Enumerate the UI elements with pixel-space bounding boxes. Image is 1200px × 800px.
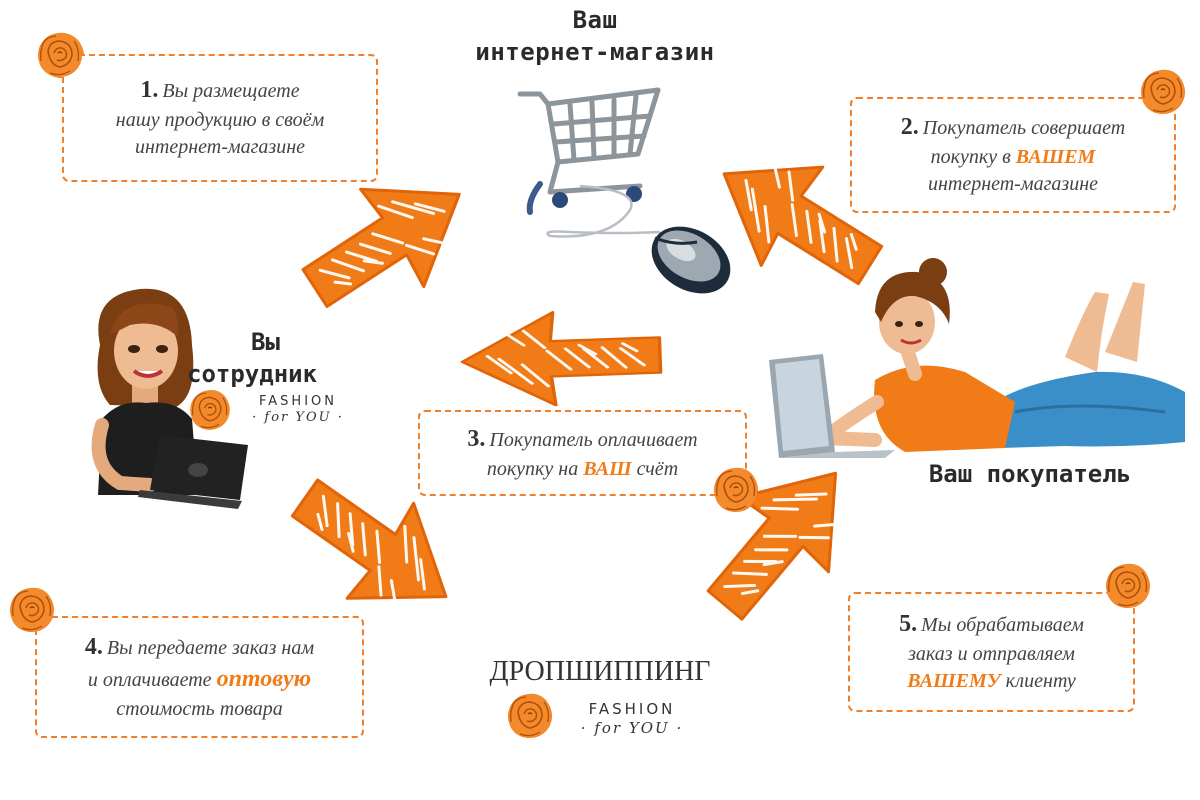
store-title: Ваш интернет-магазин (430, 4, 760, 69)
step-3-highlight: ВАШ (583, 458, 631, 480)
step-2-line2: покупку в (931, 146, 1016, 168)
step-3-line2-end: счёт (632, 458, 678, 480)
step-2-highlight: ВАШЕМ (1016, 146, 1096, 168)
step-4-line2: и оплачиваете (88, 669, 217, 691)
step-3-box: 3.Покупатель оплачивает покупку на ВАШ с… (418, 410, 747, 496)
step-5-line3: клиенту (1001, 670, 1076, 692)
brand-word-1: FASHION (568, 700, 696, 719)
buyer-title: Ваш покупатель (895, 460, 1165, 488)
computer-mouse-icon (645, 222, 745, 302)
store-title-line2: интернет-магазин (430, 36, 760, 68)
step-1-line1: Вы размещаете (162, 80, 299, 102)
employee-title: Вы сотрудник (215, 326, 365, 391)
step-1-line2: нашу продукцию в своём (116, 107, 324, 134)
step-2-box: 2.Покупатель совершает покупку в ВАШЕМ и… (850, 97, 1176, 213)
step-4-line3: стоимость товара (85, 696, 314, 723)
step-1-line3: интернет-магазине (116, 134, 324, 161)
dropshipping-brand: FASHION · for YOU · (568, 700, 696, 738)
buyer-illustration (765, 262, 1195, 462)
employee-title-line2: сотрудник (187, 358, 365, 390)
step-5-box: 5.Мы обрабатываем заказ и отправляем ВАШ… (848, 592, 1135, 712)
employee-brand: FASHION · for YOU · (243, 394, 353, 427)
step-5-number: 5. (899, 611, 917, 637)
step-2-line1: Покупатель совершает (923, 117, 1125, 139)
employee-illustration (80, 285, 260, 515)
step-3-line2: покупку на (487, 458, 583, 480)
dropshipping-title: ДРОПШИППИНГ (460, 656, 740, 688)
employee-title-line1: Вы (215, 326, 365, 358)
step-5-highlight: ВАШЕМУ (907, 670, 1000, 692)
rose-logo-icon (0, 0, 1, 1)
step-4-highlight: оптовую (217, 666, 312, 692)
step-5-line2: заказ и отправляем (899, 641, 1084, 668)
brand-word-1: FASHION (243, 394, 353, 410)
step-4-line1: Вы передаете заказ нам (107, 637, 314, 659)
step-1-box: 1.Вы размещаете нашу продукцию в своём и… (62, 54, 378, 182)
step-4-box: 4.Вы передаете заказ нам и оплачиваете о… (35, 616, 364, 738)
store-title-line1: Ваш (430, 4, 760, 36)
step-3-line1: Покупатель оплачивает (489, 429, 697, 451)
brand-word-2: · for YOU · (568, 719, 696, 738)
step-1-number: 1. (140, 77, 158, 103)
step-2-number: 2. (901, 114, 919, 140)
step-3-number: 3. (467, 426, 485, 452)
step-5-line1: Мы обрабатываем (921, 614, 1084, 636)
step-4-number: 4. (85, 634, 103, 660)
brand-word-2: · for YOU · (243, 410, 353, 426)
step-2-line3: интернет-магазине (901, 171, 1125, 198)
